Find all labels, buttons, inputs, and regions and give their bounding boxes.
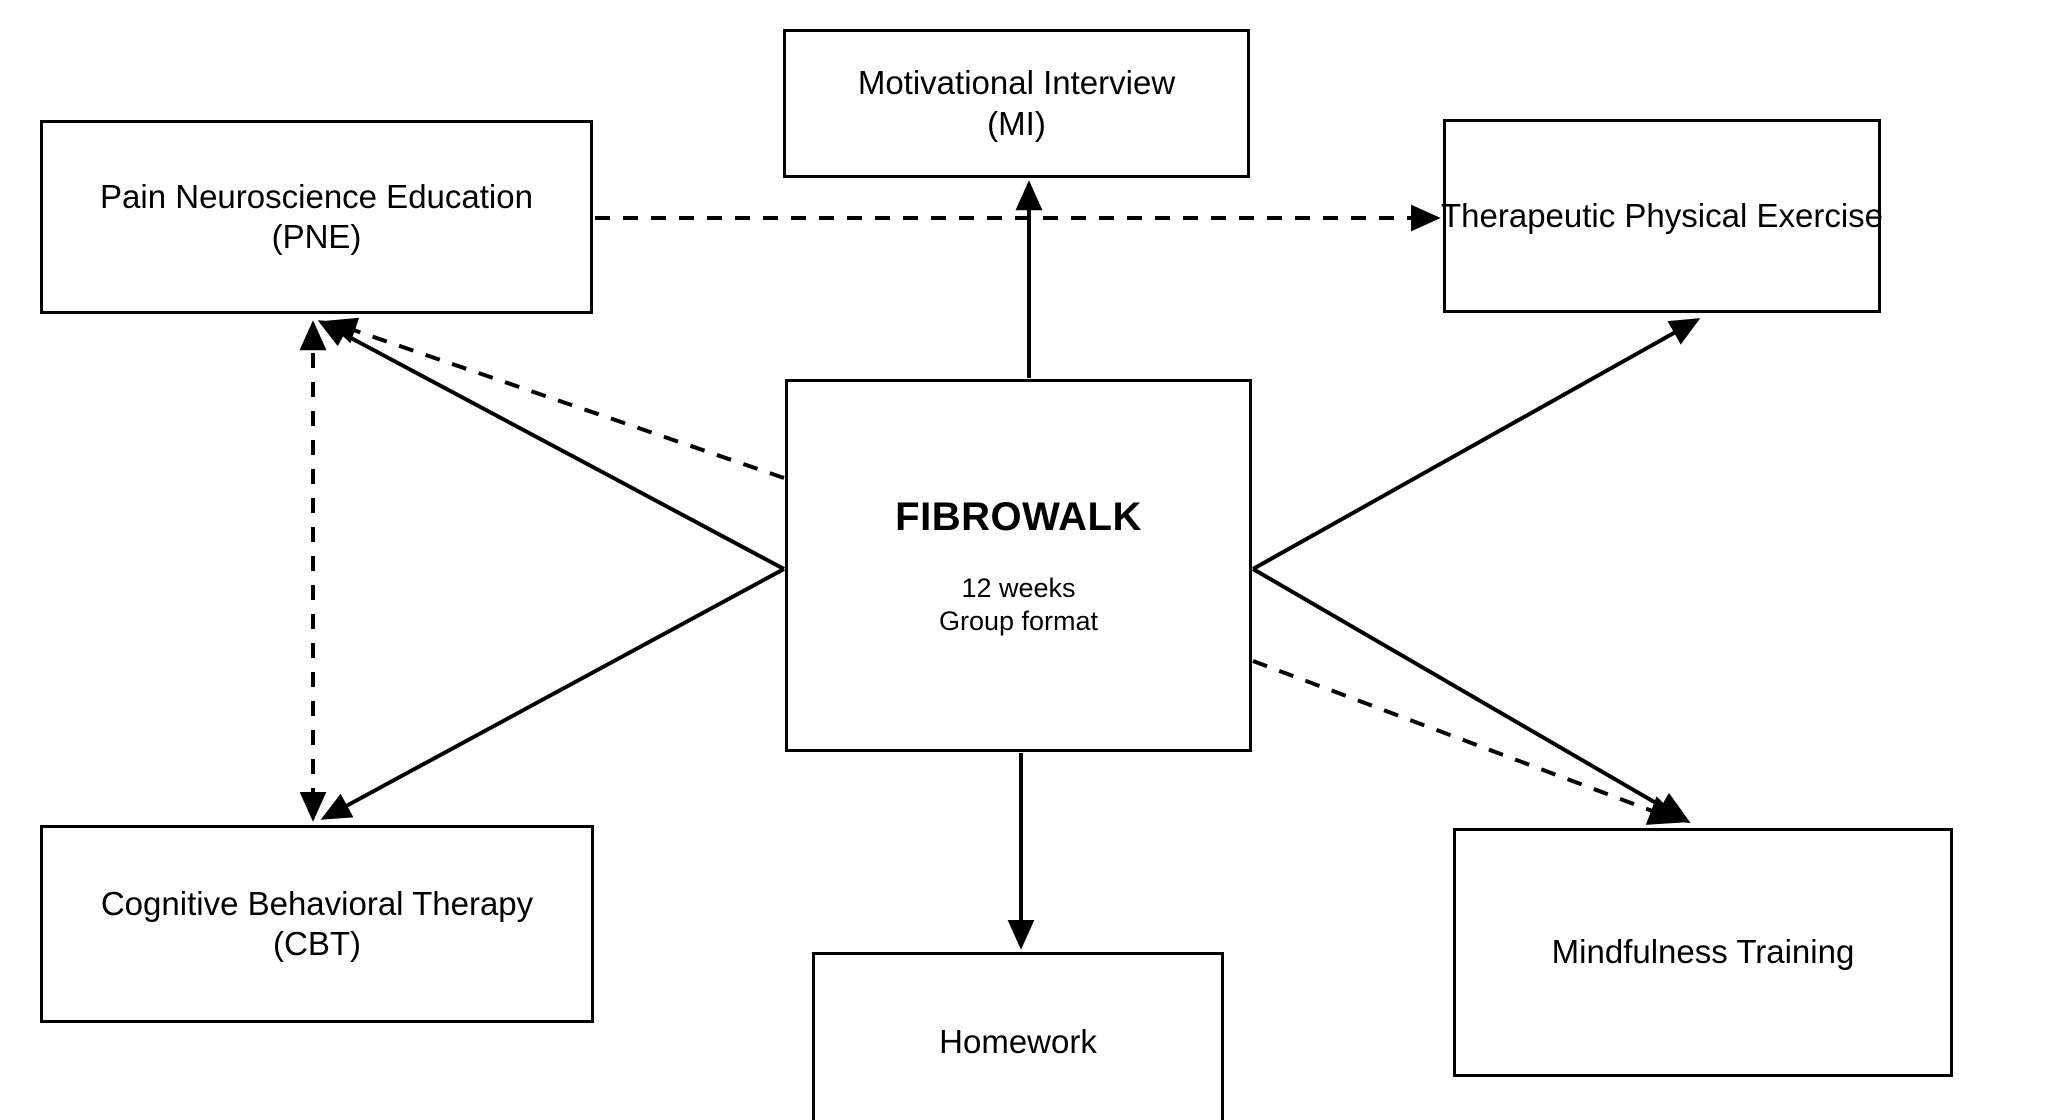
node-label-line-1: Homework <box>939 1022 1097 1060</box>
node-fibrowalk-core[interactable]: FIBROWALK 12 weeks Group format <box>785 379 1252 752</box>
edge-fibrowalk-to-pne <box>317 320 785 571</box>
edge-fibrowalk-to-cbt <box>320 567 785 820</box>
node-subtitle-line-2: Group format <box>938 605 1099 636</box>
node-label-line-2: (PNE) <box>271 218 362 255</box>
node-label-line-1: Mindfulness Training <box>1551 933 1855 971</box>
node-label-line-2: (MI) <box>987 104 1046 142</box>
edge-fibrowalk-to-mindfulness-dashed <box>1252 659 1683 825</box>
node-subtitle-line-1: 12 weeks <box>961 572 1076 603</box>
node-therapeutic-physical-exercise[interactable]: Therapeutic Physical Exercise <box>1440 119 1884 313</box>
edge-fibrowalk-to-pne-dashed <box>326 317 785 480</box>
node-label-line-1: Cognitive Behavioral Therapy <box>100 884 534 922</box>
node-label-line-1: Motivational Interview <box>857 64 1176 102</box>
edge-fibrowalk-to-mindfulness <box>1251 567 1691 824</box>
node-cognitive-behavioral-therapy[interactable]: Cognitive Behavioral Therapy (CBT) <box>40 825 594 1023</box>
node-motivational-interview[interactable]: Motivational Interview (MI) <box>783 29 1250 178</box>
node-mindfulness-training[interactable]: Mindfulness Training <box>1453 828 1953 1077</box>
node-label-line-1: Pain Neuroscience Education <box>100 177 533 215</box>
node-label-line-2: (CBT) <box>273 925 361 962</box>
node-label-line-1: Therapeutic Physical Exercise <box>1440 196 1884 234</box>
edge-fibrowalk-to-tpe <box>1252 318 1701 571</box>
node-pain-neuroscience-education[interactable]: Pain Neuroscience Education (PNE) <box>40 120 593 314</box>
node-title: FIBROWALK <box>895 495 1142 540</box>
node-homework[interactable]: Homework <box>812 952 1224 1120</box>
